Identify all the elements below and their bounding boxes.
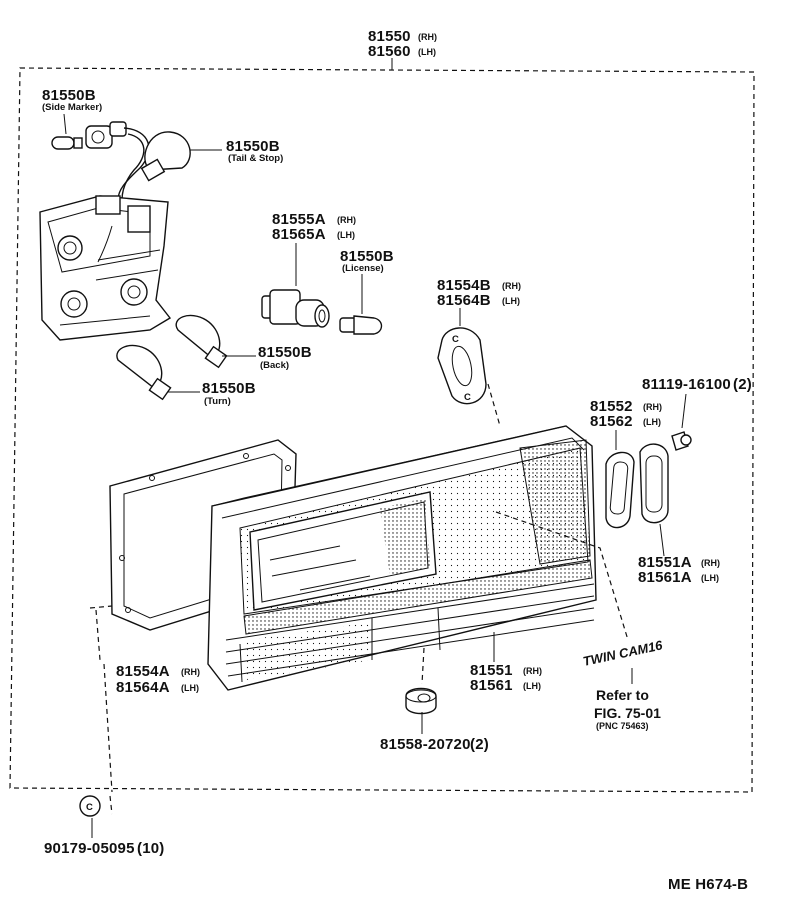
lens-icon (207, 425, 597, 691)
svg-text:81562: 81562 (590, 413, 633, 430)
svg-text:(PNC 75463): (PNC 75463) (596, 721, 649, 731)
svg-text:81119-16100: 81119-16100 (642, 376, 731, 393)
svg-text:(RH): (RH) (523, 666, 542, 676)
clip-icon: C (79, 795, 101, 817)
svg-text:81551A: 81551A (638, 554, 692, 571)
svg-text:(LH): (LH) (643, 417, 661, 427)
svg-text:(LH): (LH) (418, 47, 436, 57)
cap-icon (405, 687, 437, 715)
back-bulb-icon (175, 314, 228, 369)
svg-text:(LH): (LH) (523, 681, 541, 691)
license-bulb-icon (339, 315, 383, 335)
label-back-bulb: 81550B (Back) (258, 344, 312, 371)
svg-text:(Tail & Stop): (Tail & Stop) (228, 153, 283, 164)
svg-text:81561: 81561 (470, 677, 513, 694)
svg-text:(RH): (RH) (337, 215, 356, 225)
svg-text:(RH): (RH) (643, 402, 662, 412)
svg-text:C: C (86, 802, 93, 813)
label-cap: 81558-20720 (2) (380, 736, 489, 753)
svg-text:81558-20720: 81558-20720 (380, 736, 471, 753)
svg-text:(RH): (RH) (701, 558, 720, 568)
gasket-551a-icon (639, 443, 669, 524)
svg-text:81552: 81552 (590, 398, 633, 415)
svg-text:81564B: 81564B (437, 292, 491, 309)
label-assembly: 81550 (RH) 81560 (LH) (368, 28, 437, 60)
svg-text:FIG. 75-01: FIG. 75-01 (594, 705, 661, 721)
svg-text:(Back): (Back) (260, 360, 289, 371)
side-marker-bulb-icon (51, 121, 127, 150)
assembly-frame (9, 67, 755, 793)
svg-text:81554A: 81554A (116, 663, 170, 680)
figure-code: ME H674-B (668, 876, 748, 893)
label-gasket-551a: 81551A (RH) 81561A (LH) (638, 554, 720, 586)
label-gasket-b: 81554B (RH) 81564B (LH) (437, 277, 521, 309)
emblem-twin-cam16: TWIN CAM16 (582, 637, 665, 669)
label-gasket-552: 81552 (RH) 81562 (LH) (590, 398, 662, 430)
svg-text:(RH): (RH) (502, 281, 521, 291)
svg-text:(LH): (LH) (701, 573, 719, 583)
svg-text:81561A: 81561A (638, 569, 692, 586)
label-gasket-a: 81554A (RH) 81564A (LH) (116, 663, 200, 696)
svg-text:90179-05095: 90179-05095 (44, 840, 135, 857)
svg-text:81565A: 81565A (272, 226, 326, 243)
svg-text:(License): (License) (342, 263, 384, 274)
label-screw: 81119-16100 (2) (642, 376, 752, 393)
svg-text:C: C (452, 334, 459, 345)
label-reference: Refer to FIG. 75-01 (PNC 75463) (594, 687, 661, 731)
label-tail-stop-bulb: 81550B (Tail & Stop) (226, 138, 283, 164)
svg-text:(RH): (RH) (181, 667, 200, 677)
label-license-bulb: 81550B (License) (340, 248, 394, 274)
svg-text:(LH): (LH) (181, 683, 199, 693)
turn-bulb-icon (116, 344, 172, 401)
lamp-socket-housing (39, 195, 172, 341)
svg-text:81550B: 81550B (226, 138, 280, 155)
label-lens: 81551 (RH) 81561 (LH) (470, 662, 542, 694)
svg-text:(10): (10) (137, 840, 164, 857)
svg-text:81554B: 81554B (437, 277, 491, 294)
svg-text:(LH): (LH) (337, 230, 355, 240)
label-socket: 81555A (RH) 81565A (LH) (272, 211, 356, 243)
svg-text:81555A: 81555A (272, 211, 326, 228)
socket-icon (261, 289, 330, 328)
tail-stop-bulb-icon (140, 131, 191, 182)
svg-text:81550B: 81550B (42, 87, 96, 104)
svg-text:81550B: 81550B (340, 248, 394, 265)
svg-text:(Side Marker): (Side Marker) (42, 102, 102, 113)
svg-text:81550B: 81550B (202, 380, 256, 397)
svg-text:81550: 81550 (368, 28, 411, 45)
gasket-552-icon (605, 451, 635, 529)
svg-text:81550B: 81550B (258, 344, 312, 361)
svg-text:(LH): (LH) (502, 296, 520, 306)
svg-text:81551: 81551 (470, 662, 513, 679)
gasket-b-icon: C C (437, 327, 487, 405)
svg-text:(2): (2) (470, 736, 489, 753)
svg-text:81560: 81560 (368, 43, 411, 60)
svg-text:C: C (464, 392, 471, 403)
svg-text:(Turn): (Turn) (204, 396, 231, 407)
screw-icon (671, 431, 692, 451)
svg-text:(2): (2) (733, 376, 752, 393)
svg-text:(RH): (RH) (418, 32, 437, 42)
svg-text:Refer to: Refer to (596, 687, 649, 703)
label-clip: 90179-05095 (10) (44, 840, 164, 857)
label-turn-bulb: 81550B (Turn) (202, 380, 256, 407)
svg-text:81564A: 81564A (116, 679, 170, 696)
label-side-marker-bulb: 81550B (Side Marker) (42, 87, 102, 113)
